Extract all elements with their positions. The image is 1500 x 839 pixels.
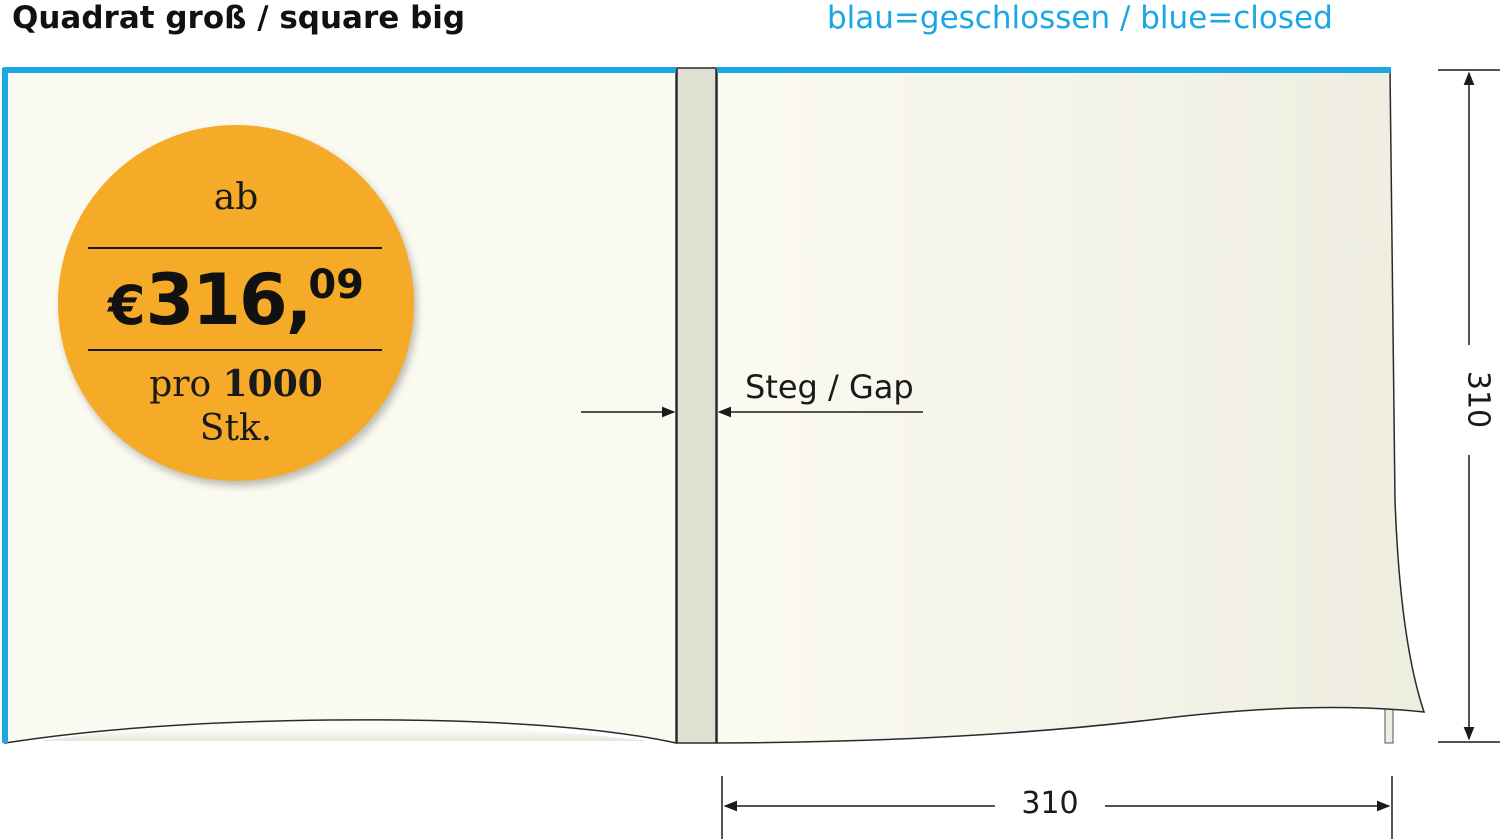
width-dimension-label: 310 bbox=[1021, 786, 1079, 821]
color-legend: blau=geschlossen / blue=closed bbox=[827, 0, 1333, 36]
left-page-shadow bbox=[40, 721, 650, 741]
badge-divider-top bbox=[88, 247, 382, 249]
right-page bbox=[716, 69, 1426, 744]
gap-label: Steg / Gap bbox=[745, 368, 914, 406]
height-dimension-label: 310 bbox=[1460, 370, 1496, 429]
gap-strip bbox=[676, 67, 717, 744]
price-quantity: 1000 bbox=[222, 363, 323, 405]
price-cents: 09 bbox=[308, 262, 364, 308]
price-currency: € bbox=[108, 274, 146, 337]
price-per-quantity: pro 1000 bbox=[58, 363, 414, 405]
price-value: €316,09 bbox=[86, 259, 386, 341]
badge-divider-bottom bbox=[88, 349, 382, 351]
diagram-title: Quadrat groß / square big bbox=[12, 0, 466, 36]
price-badge: ab €316,09 pro 1000 Stk. bbox=[58, 125, 414, 481]
price-unit: Stk. bbox=[199, 408, 273, 449]
price-prefix: ab bbox=[213, 177, 259, 218]
price-per-label: pro bbox=[149, 364, 212, 405]
price-amount: 316, bbox=[145, 259, 313, 341]
